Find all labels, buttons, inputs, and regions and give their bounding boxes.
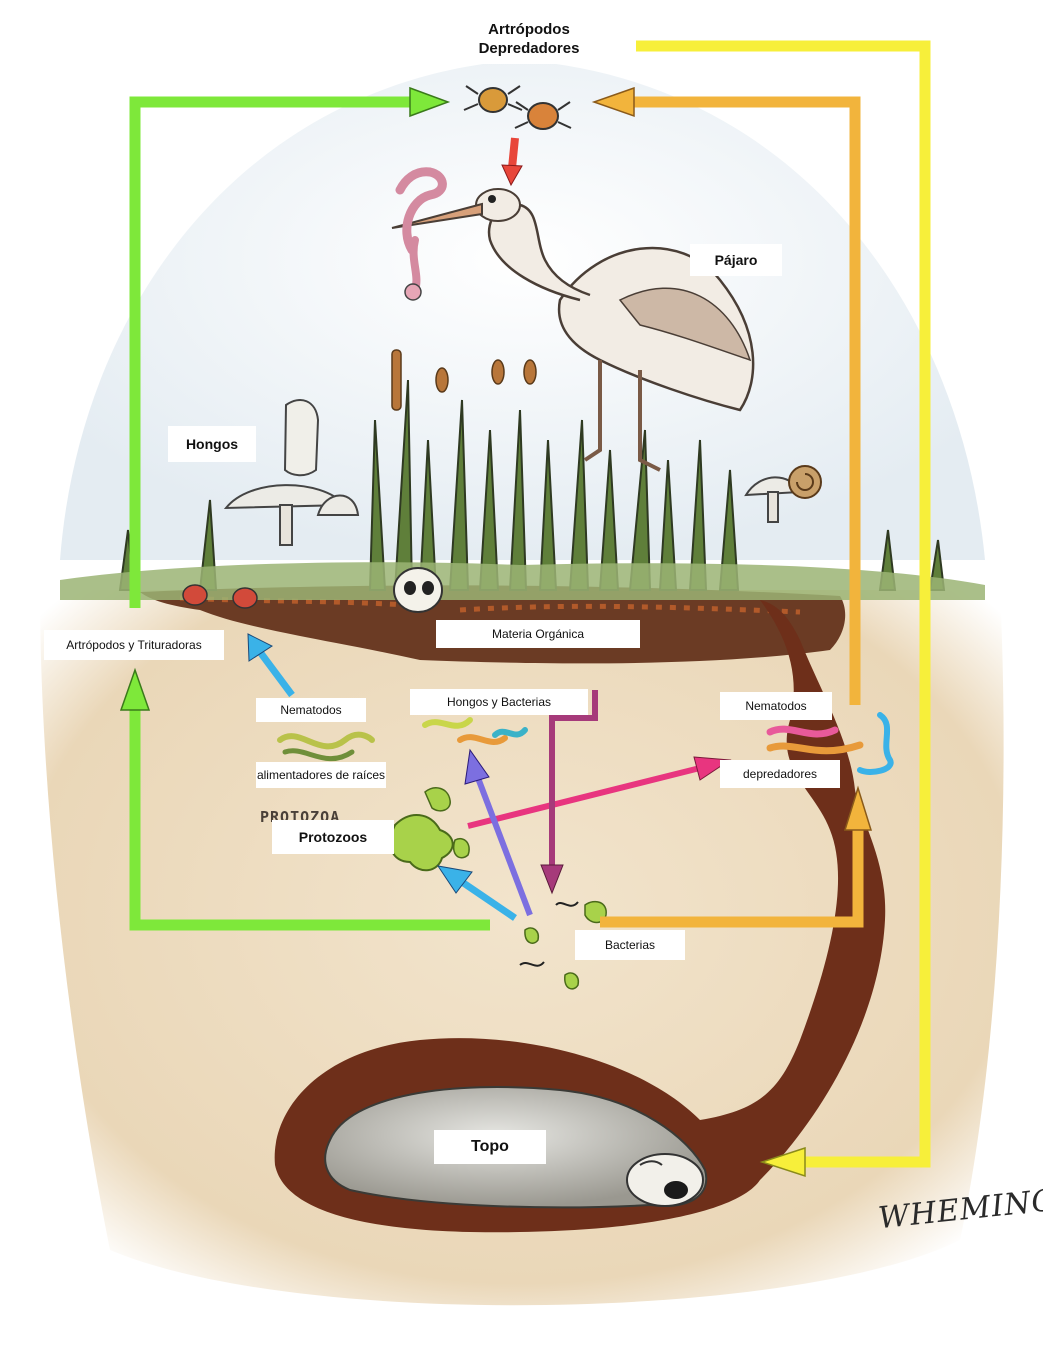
label-arthropod-predators: Artrópodos Depredadores	[464, 14, 594, 64]
arrow-top-to-mole	[636, 40, 931, 1168]
predator-nematode-icon	[766, 712, 894, 775]
mushroom-icon	[223, 399, 360, 546]
arrow-bacteria-to-shredders	[129, 705, 490, 931]
label-predator-nematodes-top: Nematodos	[720, 692, 832, 720]
arrow-bacteria-to-fungi	[464, 748, 533, 917]
arrow-bird-cycle	[591, 86, 873, 928]
grass-band	[60, 562, 985, 600]
label-bird: Pájaro	[690, 244, 782, 276]
arrow-plant-cycle	[119, 86, 490, 931]
heron-icon	[391, 188, 755, 472]
arrow-predators-to-worm	[501, 137, 523, 187]
label-fungi-bacteria: Hongos y Bacterias	[410, 689, 588, 715]
skull-icon	[393, 567, 443, 613]
label-bacteria: Bacterias	[575, 930, 685, 960]
protozoa-icon	[389, 787, 470, 872]
arrow-shredders-to-predators	[129, 96, 415, 608]
arrow-nematodes-to-predators	[630, 96, 861, 705]
arrow-bacteria-to-nematodes	[600, 825, 864, 928]
label-organic-matter: Materia Orgánica	[436, 620, 640, 648]
earthworm-icon	[395, 167, 447, 301]
snail-icon	[788, 465, 822, 499]
label-shredders: Artrópodos y Trituradoras	[44, 630, 224, 660]
arrow-nematodes-to-shredders	[247, 633, 295, 698]
cattail-icon	[391, 349, 537, 411]
label-root-nematodes-bottom: alimentadores de raíces	[256, 762, 386, 788]
burrow-tunnel	[274, 600, 886, 1233]
arrow-mole-cycle	[636, 40, 931, 1178]
litter-mite-icon	[182, 584, 258, 609]
fungi-bacteria-icon	[422, 717, 528, 745]
nematode-icon	[277, 731, 375, 762]
arrow-bacteria-to-protozoa	[436, 865, 517, 921]
label-predator-nematodes-bottom: depredadores	[720, 760, 840, 788]
label-root-nematodes-top: Nematodos	[256, 698, 366, 722]
arrow-organic-to-bacteria	[540, 690, 598, 895]
label-protozoa: Protozoos	[272, 820, 394, 854]
mite-icon	[463, 85, 572, 130]
label-mole: Topo	[434, 1130, 546, 1164]
label-fungi: Hongos	[168, 426, 256, 462]
